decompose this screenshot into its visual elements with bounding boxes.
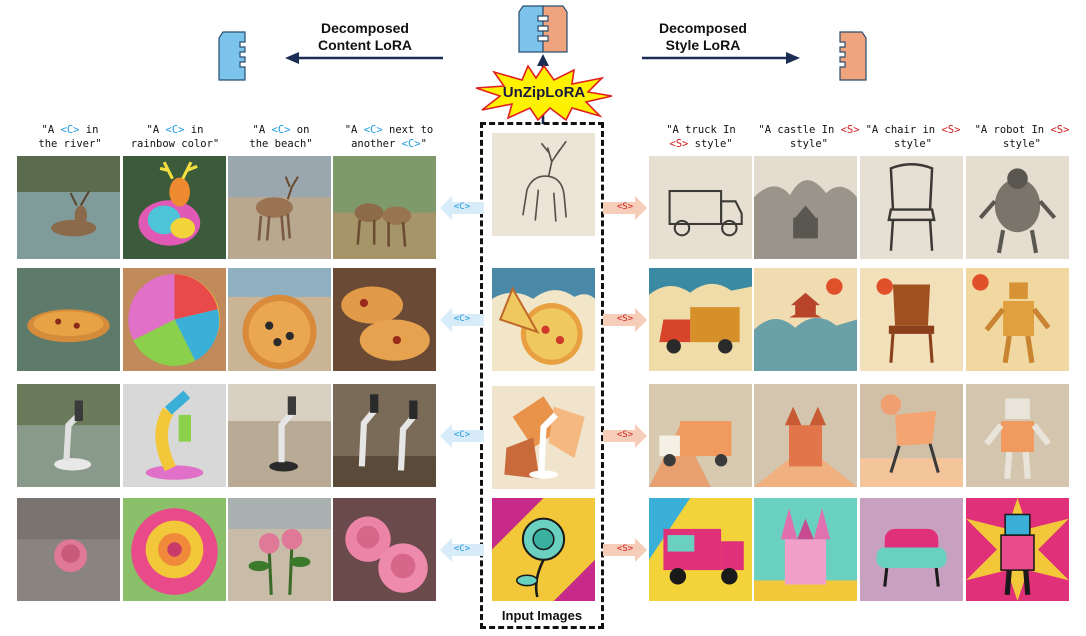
content-prompt-2: "A <C> in rainbow color": [130, 124, 220, 150]
rose-river-image: [17, 498, 120, 601]
chair-geometric-image: [860, 384, 963, 487]
style-prompt-1: "A truck In <S> style": [666, 124, 736, 150]
microscope-beach-image: [228, 384, 331, 487]
content-arrow-row4: <C>: [440, 538, 484, 562]
input-images-box: [480, 122, 604, 629]
microscope-river-image: [17, 384, 120, 487]
robot-popart-image: [966, 498, 1069, 601]
content-lora-icon: [218, 31, 246, 81]
deer-beach-image: [228, 156, 331, 259]
content-lora-title: Decomposed Content LoRA: [317, 20, 413, 53]
style-arrow-row3: <S>: [603, 424, 647, 448]
deer-sketch-input: [492, 133, 595, 236]
style-lora-icon: [839, 31, 867, 81]
deer-pair-image: [333, 156, 436, 259]
right-arrow: [642, 52, 800, 64]
robot-ukiyoe-image: [966, 268, 1069, 371]
castle-popart-image: [754, 498, 857, 601]
truck-sketch-image: [649, 156, 752, 259]
rose-popart-input: [492, 498, 595, 601]
content-arrow-row1: <C>: [440, 196, 484, 220]
microscope-rainbow-image: [123, 384, 226, 487]
pizza-pair-image: [333, 268, 436, 371]
chair-sketch-image: [860, 156, 963, 259]
chair-ukiyoe-image: [860, 268, 963, 371]
content-prompt-3: "A <C> on the beach": [249, 124, 313, 150]
chair-popart-image: [860, 498, 963, 601]
content-arrow-row2: <C>: [440, 308, 484, 332]
content-prompt-1: "A <C> in the river": [38, 124, 102, 150]
content-arrow-row3: <C>: [440, 424, 484, 448]
style-prompt-4: "A robot In <S> style": [974, 124, 1070, 150]
combined-lora-icon: [518, 5, 568, 53]
truck-ukiyoe-image: [649, 268, 752, 371]
pizza-beach-image: [228, 268, 331, 371]
castle-sketch-image: [754, 156, 857, 259]
content-prompt-4: "A <C> next to another <C>": [344, 124, 434, 150]
pizza-illustration-input: [492, 268, 595, 371]
robot-sketch-image: [966, 156, 1069, 259]
unziplora-burst: [475, 64, 613, 122]
microscope-pair-image: [333, 384, 436, 487]
castle-ukiyoe-image: [754, 268, 857, 371]
pizza-rainbow-image: [123, 268, 226, 371]
input-images-label: Input Images: [501, 608, 583, 623]
microscope-geometric-input: [492, 386, 595, 489]
style-lora-title: Decomposed Style LoRA: [659, 20, 747, 53]
pizza-river-image: [17, 268, 120, 371]
rose-pair-image: [333, 498, 436, 601]
deer-rainbow-image: [123, 156, 226, 259]
style-prompt-2: "A castle In <S> style": [758, 124, 860, 150]
left-arrow: [285, 52, 443, 64]
style-arrow-row1: <S>: [603, 196, 647, 220]
deer-river-image: [17, 156, 120, 259]
style-arrow-row4: <S>: [603, 538, 647, 562]
style-arrow-row2: <S>: [603, 308, 647, 332]
castle-geometric-image: [754, 384, 857, 487]
style-prompt-3: "A chair in <S> style": [865, 124, 961, 150]
rose-beach-image: [228, 498, 331, 601]
truck-popart-image: [649, 498, 752, 601]
unziplora-label: UnZipLoRA: [502, 84, 586, 101]
robot-geometric-image: [966, 384, 1069, 487]
truck-geometric-image: [649, 384, 752, 487]
rose-rainbow-image: [123, 498, 226, 601]
